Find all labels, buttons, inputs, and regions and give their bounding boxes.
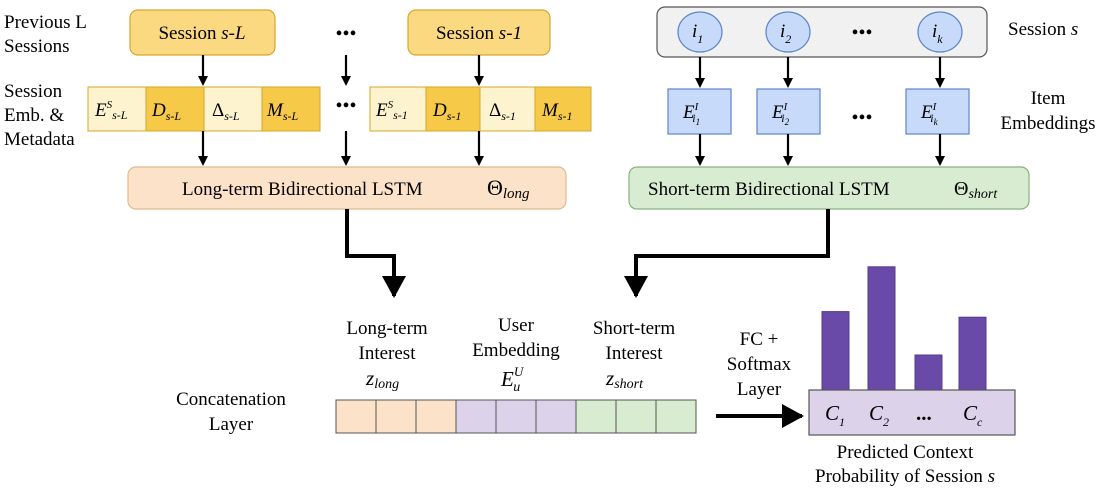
arrow-long-lstm-to-interest xyxy=(345,209,406,298)
fc-label-line1: FC + xyxy=(740,329,779,350)
class-c1-label: C1 xyxy=(825,401,845,429)
items-ellipsis: ••• xyxy=(851,22,872,44)
emb-D-s-1: Ds-1 xyxy=(432,100,461,123)
concat-vector xyxy=(335,399,697,434)
class-ellipsis-label: ... xyxy=(916,401,932,425)
output-bar-3 xyxy=(914,354,943,391)
emb-E-s-1: ESs-1 xyxy=(375,99,408,122)
sessions-ellipsis: ••• xyxy=(335,23,356,45)
emb-group-s-1: ESs-1 Ds-1 Δs-1 Ms-1 xyxy=(369,86,592,132)
session-s-label: Session s xyxy=(1008,19,1078,40)
previous-sessions-label-line2: Sessions xyxy=(4,36,69,57)
item-i2-circle xyxy=(765,11,811,53)
session-s-1-label: Session s-1 xyxy=(436,23,522,44)
item-emb-k-box xyxy=(905,88,970,135)
emb-group-s-L: ESs-L Ds-L Δs-L Ms-L xyxy=(87,86,321,132)
emb-ellipsis: ••• xyxy=(335,95,356,117)
output-classes-box xyxy=(808,389,1016,436)
class-cc-label: Cc xyxy=(963,401,983,429)
item-ik-label: ik xyxy=(932,21,943,46)
theta-short: Θshort xyxy=(954,178,998,202)
emb-E-s-L: ESs-L xyxy=(94,99,128,122)
session-s-box xyxy=(656,6,988,58)
item-i2-label: i2 xyxy=(780,21,791,46)
long-term-lstm-label: Long-term Bidirectional LSTM xyxy=(182,179,423,200)
session-emb-label-line2: Emb. & xyxy=(4,105,64,126)
item-embeddings-label-line2: Embeddings xyxy=(1001,113,1096,134)
concat-layer-label-line2: Layer xyxy=(209,414,254,435)
item-i1-circle xyxy=(677,11,723,53)
emb-M-s-1: Ms-1 xyxy=(541,100,573,123)
short-term-interest-line1: Short-term xyxy=(593,318,676,339)
item-ik-circle xyxy=(917,11,963,53)
short-term-interest-line2: Interest xyxy=(606,343,664,364)
item-emb-2-box xyxy=(756,88,821,135)
output-bar-2 xyxy=(867,266,896,391)
fc-label-line2: Softmax xyxy=(727,354,792,375)
item-emb-1-box xyxy=(667,88,732,135)
output-caption-line2: Probability of Session s xyxy=(815,466,995,487)
emb-Delta-s-1: Δs-1 xyxy=(489,100,516,123)
z-long-label: zlong xyxy=(365,366,399,392)
arrow-short-lstm-to-interest xyxy=(624,209,830,298)
concat-layer-label-line1: Concatenation xyxy=(176,389,286,410)
short-term-lstm-label: Short-term Bidirectional LSTM xyxy=(648,179,890,200)
session-s-L-label: Session s-L xyxy=(158,23,245,44)
session-emb-label-line1: Session xyxy=(4,81,63,102)
item-i1-label: i1 xyxy=(692,21,703,46)
output-caption-line1: Predicted Context xyxy=(837,442,974,463)
emb-Delta-s-L: Δs-L xyxy=(212,100,240,123)
emb-D-s-L: Ds-L xyxy=(151,100,181,123)
previous-sessions-label-line1: Previous L xyxy=(4,12,87,33)
user-embedding-line2: Embedding xyxy=(472,340,560,361)
long-term-interest-line2: Interest xyxy=(359,343,417,364)
output-bars xyxy=(821,266,987,391)
fc-label-line3: Layer xyxy=(737,379,782,400)
session-emb-label-line3: Metadata xyxy=(4,129,75,150)
output-bar-4 xyxy=(958,316,987,391)
emb-M-s-L: Ms-L xyxy=(266,100,298,123)
output-bar-1 xyxy=(821,311,850,391)
long-term-interest-line1: Long-term xyxy=(346,318,427,339)
item-embeddings-label-line1: Item xyxy=(1031,88,1066,109)
z-short-label: zshort xyxy=(605,366,644,392)
class-c2-label: C2 xyxy=(869,401,889,429)
user-embedding-line1: User xyxy=(498,315,535,336)
item-emb-ellipsis: ••• xyxy=(851,107,872,129)
theta-long: Θlong xyxy=(487,175,530,202)
